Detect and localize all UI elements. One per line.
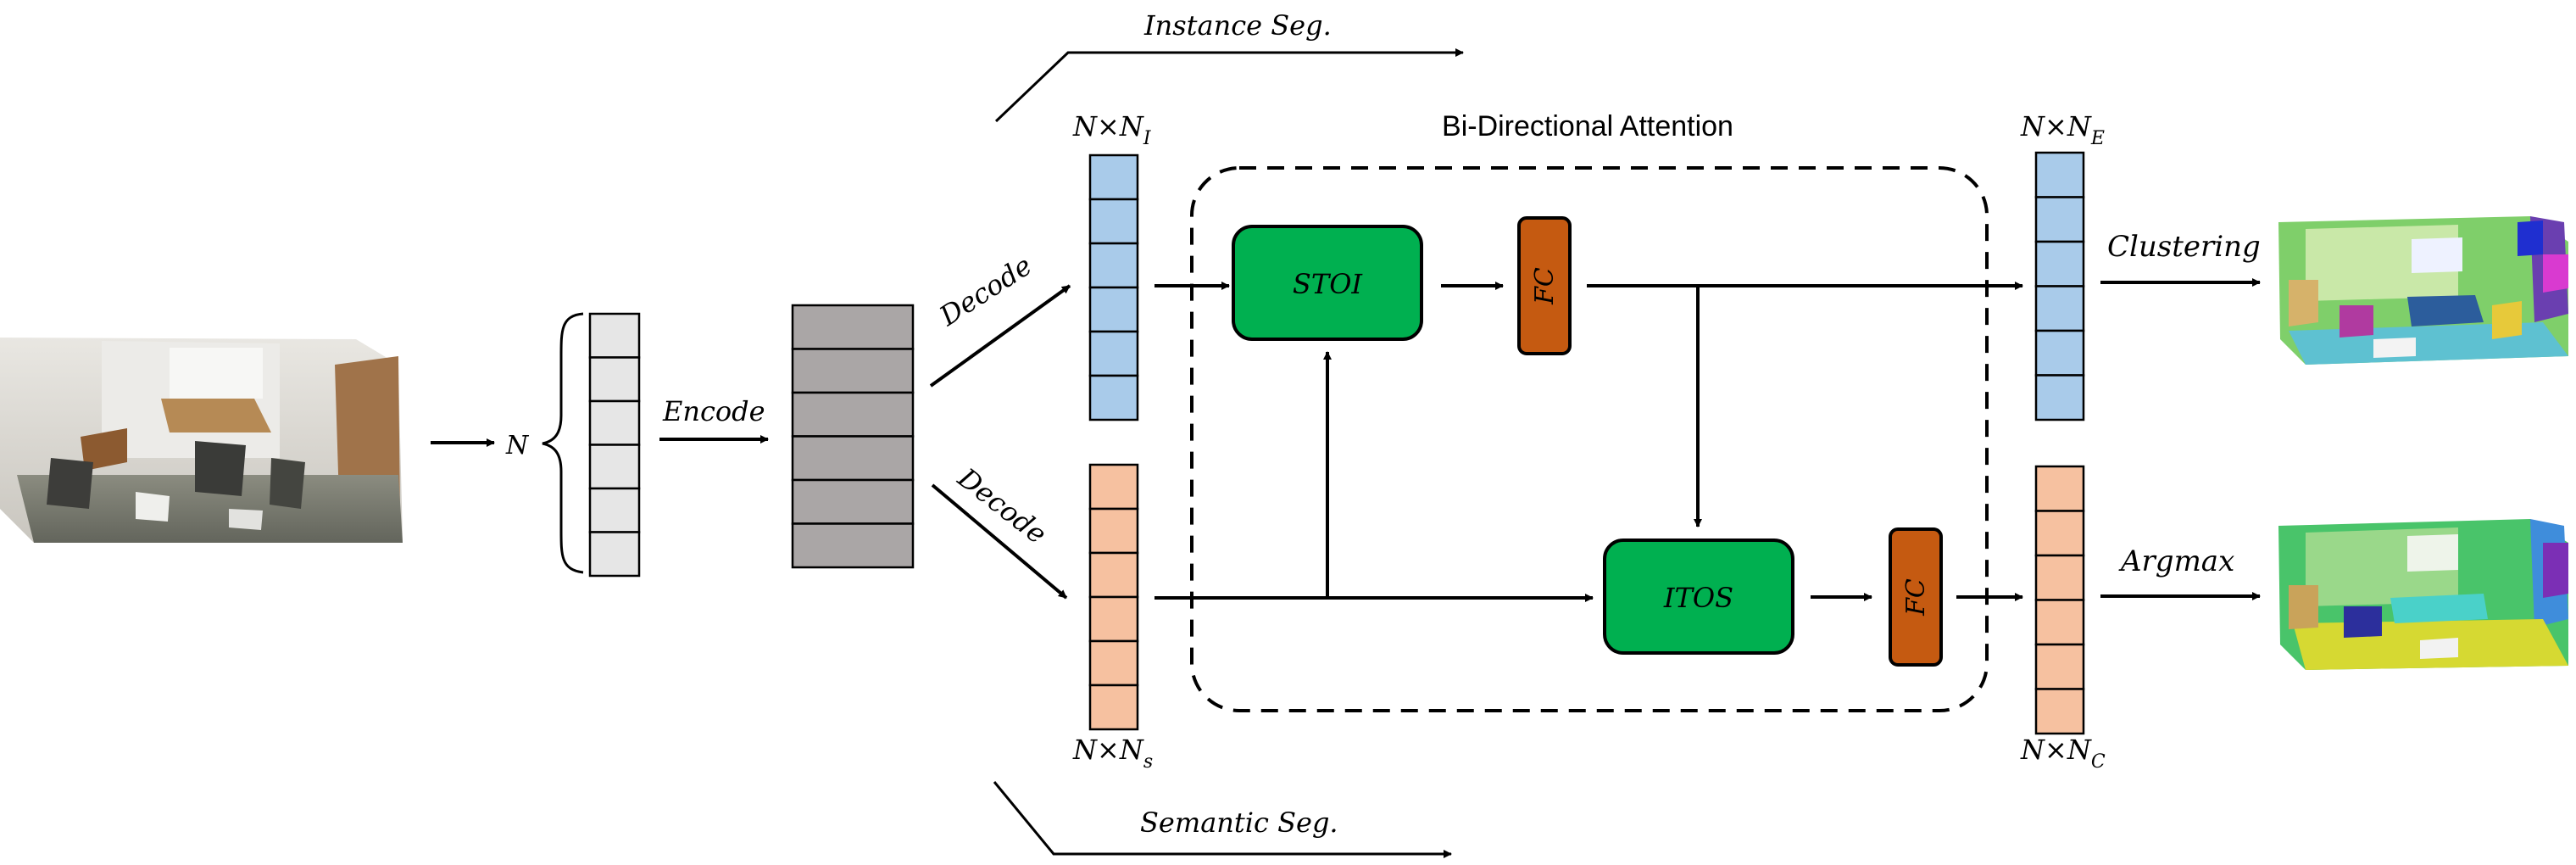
instance-output-column — [2034, 151, 2085, 421]
itos-module: ITOS — [1603, 539, 1794, 655]
encoded-feature-column — [791, 304, 915, 569]
instance-output-cell — [2034, 240, 2085, 287]
fc-bottom-label: FC — [1901, 578, 1931, 617]
instance-embedding-cell — [1088, 198, 1139, 245]
semantic-output-cell — [2034, 643, 2085, 690]
semantic-output-dim-label: N×NC — [2020, 734, 2106, 773]
semantic-embedding-cell — [1088, 639, 1139, 687]
encoded-feature-cell — [791, 478, 915, 525]
clustering-label: Clustering — [2107, 230, 2261, 264]
decode-bottom-arrow — [931, 483, 1068, 600]
encode-label: Encode — [662, 395, 765, 427]
decode-bottom-label: Decode — [951, 461, 1053, 550]
semantic-embedding-cell — [1088, 463, 1139, 511]
itos-label: ITOS — [1663, 582, 1733, 614]
instance-point-cloud-image — [2278, 216, 2568, 365]
instance-embedding-cell — [1088, 242, 1139, 289]
fc-top-label: FC — [1530, 267, 1560, 305]
instance-dim-label: N×NI — [1072, 110, 1152, 149]
encoded-feature-cell — [791, 348, 915, 394]
semantic-output-cell — [2034, 465, 2085, 512]
semantic-output-cell — [2034, 688, 2085, 735]
semantic-output-cell — [2034, 599, 2085, 646]
input-feature-cell — [588, 487, 641, 533]
input-feature-column — [588, 312, 641, 578]
stoi-label: STOI — [1293, 268, 1364, 300]
input-feature-cell — [588, 399, 641, 446]
encoded-feature-cell — [791, 391, 915, 438]
instance-branch-label: Instance Seg. — [1143, 9, 1332, 42]
input-feature-cell — [588, 531, 641, 578]
instance-embedding-cell — [1088, 374, 1139, 421]
instance-embedding-column — [1088, 153, 1139, 421]
instance-output-dim-label: N×NE — [2020, 110, 2105, 149]
decode-top-arrow — [929, 284, 1071, 388]
instance-output-cell — [2034, 374, 2085, 421]
attention-title: Bi-Directional Attention — [1442, 110, 1733, 142]
instance-embedding-cell — [1088, 286, 1139, 333]
input-feature-cell — [588, 312, 641, 359]
instance-output-cell — [2034, 285, 2085, 332]
instance-branch-line — [994, 48, 1464, 123]
semantic-dim-label: N×Ns — [1072, 734, 1153, 773]
instance-output-cell — [2034, 196, 2085, 243]
input-point-cloud-image — [0, 338, 403, 543]
semantic-embedding-column — [1088, 463, 1139, 731]
semantic-embedding-cell — [1088, 595, 1139, 643]
semantic-embedding-cell — [1088, 507, 1139, 555]
bi-directional-attention-box — [1190, 166, 1989, 712]
argmax-label: Argmax — [2118, 544, 2234, 578]
brace — [542, 312, 584, 574]
stoi-module: STOI — [1232, 225, 1423, 341]
semantic-output-cell — [2034, 510, 2085, 557]
fc-bottom-module: FC — [1889, 527, 1943, 667]
instance-embedding-cell — [1088, 153, 1139, 201]
encoded-feature-cell — [791, 435, 915, 482]
instance-output-cell — [2034, 151, 2085, 198]
instance-embedding-cell — [1088, 330, 1139, 377]
semantic-branch-line — [993, 781, 1452, 858]
semantic-output-cell — [2034, 554, 2085, 601]
semantic-embedding-cell — [1088, 684, 1139, 731]
semantic-output-column — [2034, 465, 2085, 735]
input-feature-cell — [588, 356, 641, 403]
encoded-feature-cell — [791, 522, 915, 569]
n-label: N — [505, 431, 530, 460]
semantic-branch-label: Semantic Seg. — [1140, 806, 1338, 839]
instance-output-cell — [2034, 329, 2085, 377]
semantic-point-cloud-image — [2278, 519, 2568, 670]
fc-top-module: FC — [1517, 216, 1572, 355]
encoded-feature-cell — [791, 304, 915, 350]
input-feature-cell — [588, 444, 641, 490]
semantic-embedding-cell — [1088, 551, 1139, 599]
